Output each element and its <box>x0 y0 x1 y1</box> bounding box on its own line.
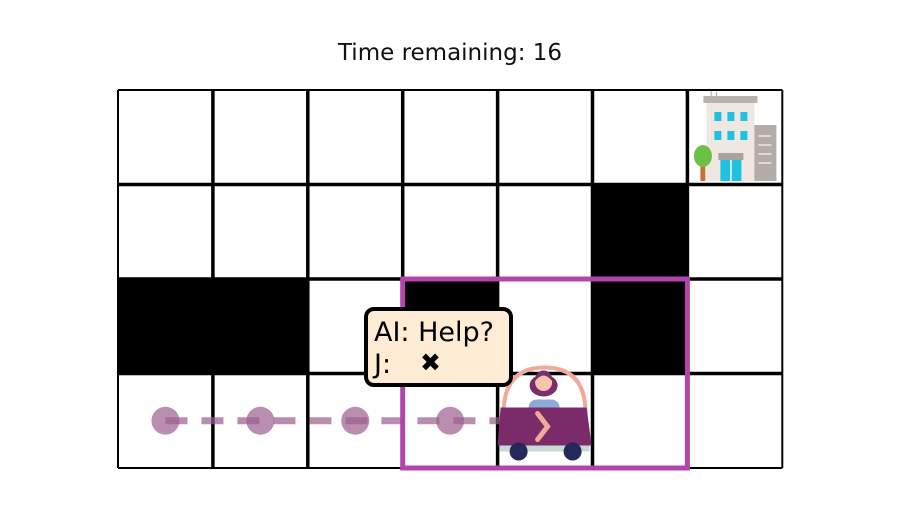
grid-cell <box>307 90 403 185</box>
wall-cells <box>118 184 688 374</box>
grid-cell <box>307 184 403 279</box>
x-mark-icon: ✖ <box>420 348 441 377</box>
wall-cell <box>212 279 308 374</box>
grid-cell <box>687 184 783 279</box>
car-with-driver-icon <box>497 365 592 461</box>
time-remaining-label: Time remaining: 16 <box>337 40 563 66</box>
grid-cell <box>497 184 593 279</box>
trail-dot <box>246 406 275 435</box>
grid-cell <box>687 373 783 468</box>
trail-dot <box>436 406 465 435</box>
grid-cell <box>402 90 498 185</box>
grid-cell <box>402 184 498 279</box>
grid-cell <box>687 279 783 374</box>
grid-cell <box>212 90 308 185</box>
grid-cell <box>118 90 213 185</box>
dialog-line-j: J: <box>372 349 391 380</box>
trail-dot <box>341 406 370 435</box>
grid-cell <box>212 184 308 279</box>
wall-cell <box>118 279 213 374</box>
building-icon <box>693 91 777 181</box>
path-trail <box>151 406 526 435</box>
grid-cell <box>592 90 688 185</box>
dialog-bubble: AI: Help? J: ✖ <box>364 307 513 387</box>
grid-cell <box>592 373 688 468</box>
trail-dot <box>151 406 180 435</box>
wall-cell <box>592 279 688 374</box>
wall-cell <box>592 184 688 279</box>
dialog-box <box>364 307 513 387</box>
grid-cell <box>497 279 593 374</box>
dialog-line-ai: AI: Help? <box>374 317 494 348</box>
grid-cell <box>497 90 593 185</box>
grid-cell <box>118 184 213 279</box>
